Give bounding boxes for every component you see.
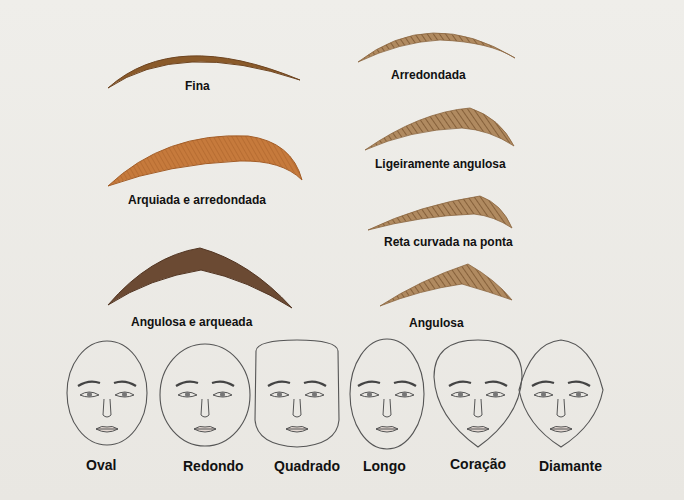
face-shape-label: Redondo [183,458,244,474]
face-diamond [519,340,603,447]
face-shape-label: Longo [363,458,406,474]
eyebrow-slightly-angular [365,108,514,150]
eyebrow-label: Fina [185,79,210,93]
face-shape-label: Coração [450,456,506,472]
eyebrow-label: Reta curvada na ponta [384,235,513,249]
face-shape-label: Quadrado [274,458,340,474]
eyebrow-straight-curved [368,196,512,230]
eyebrow-angular-arched [108,248,292,308]
eyebrow-rounded [358,33,515,62]
face-oval [67,341,147,445]
face-shape-label: Oval [86,457,116,473]
eyebrow-label: Angulosa [409,316,464,330]
eyebrow-arched-rounded [108,136,302,186]
face-heart [434,340,522,447]
eyebrow-angular [380,264,512,306]
eyebrow-label: Ligeiramente angulosa [375,157,506,171]
face-square [255,340,339,447]
face-shape-label: Diamante [539,458,602,474]
eyebrow-label: Angulosa e arqueada [131,315,252,329]
face-long [350,339,424,449]
face-round [160,344,250,446]
eyebrow-label: Arredondada [391,68,466,82]
eyebrow-label: Arquiada e arredondada [128,193,266,207]
